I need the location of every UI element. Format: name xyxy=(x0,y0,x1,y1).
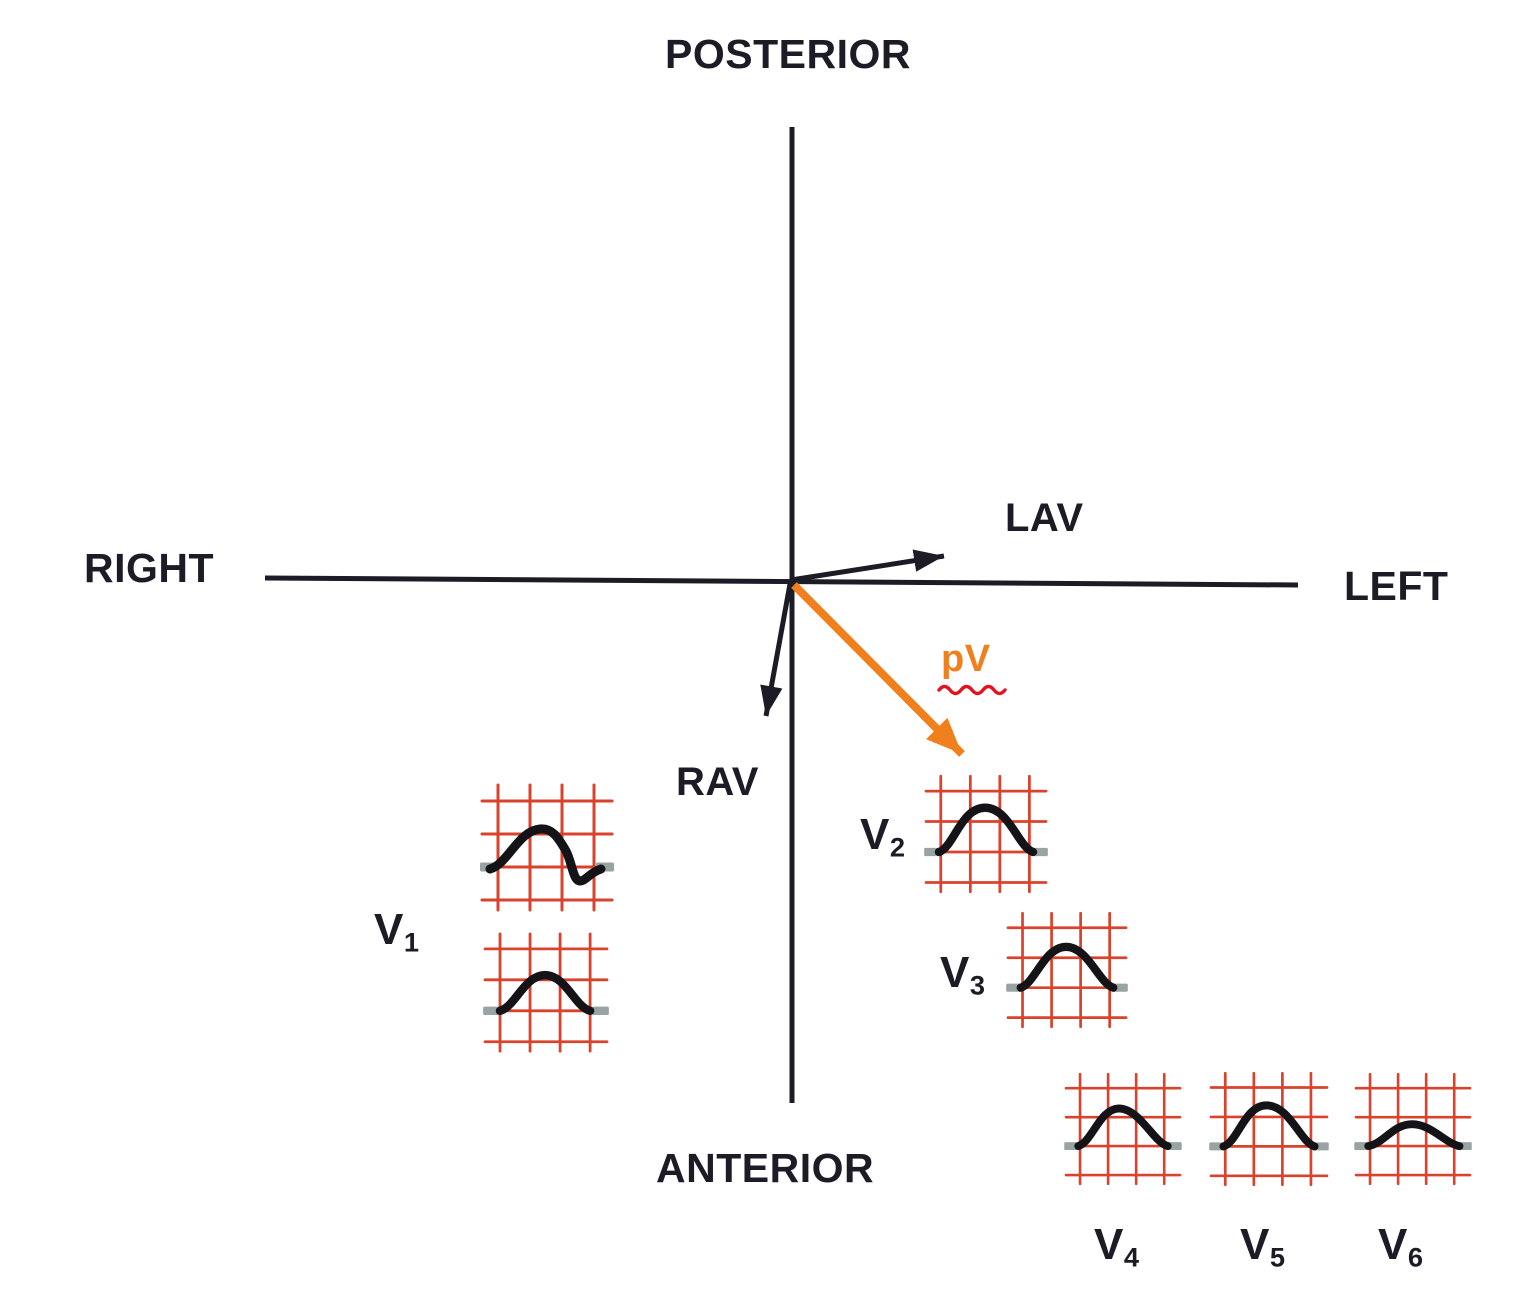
v1-waveform-rs xyxy=(485,824,606,886)
ecg-thumbnail-v4 xyxy=(1062,1072,1184,1186)
ecg-grid-lines xyxy=(481,932,611,1053)
ecg-thumbnail-v1-top xyxy=(478,783,616,912)
v5-waveform-dome xyxy=(1219,1101,1319,1151)
lead-subscript: 2 xyxy=(889,831,906,863)
pv-vector-arrow xyxy=(791,582,965,757)
ecg-thumbnail-v2 xyxy=(922,774,1050,894)
lead-label-v6: V6 xyxy=(1378,1223,1423,1271)
v2-waveform-dome xyxy=(934,803,1038,857)
rav-vector-label: RAV xyxy=(676,760,759,804)
v3-waveform-dome xyxy=(1016,942,1118,992)
lead-letter: V xyxy=(1094,1220,1124,1269)
wavy-underline-icon xyxy=(937,684,1007,696)
lead-label-v2: V2 xyxy=(860,813,905,861)
lead-subscript: 5 xyxy=(1269,1241,1286,1273)
ecg-grid-lines xyxy=(1352,1072,1474,1186)
v6-waveform-low-dome xyxy=(1364,1120,1464,1151)
lead-subscript: 3 xyxy=(969,969,986,1001)
lead-label-v1: V1 xyxy=(374,908,419,956)
lav-vector-arrow xyxy=(790,549,945,583)
lead-label-v5: V5 xyxy=(1240,1223,1285,1271)
right-left-axis xyxy=(264,575,1299,588)
lead-letter: V xyxy=(374,905,404,954)
ecg-grid-lines xyxy=(922,774,1050,894)
ecg-grid-lines xyxy=(1207,1071,1331,1187)
ecg-grid-lines xyxy=(1004,911,1130,1029)
left-axis-label: LEFT xyxy=(1344,563,1449,609)
posterior-axis-label: POSTERIOR xyxy=(665,31,911,77)
rav-vector-arrow xyxy=(760,583,793,717)
lead-letter: V xyxy=(1378,1220,1408,1269)
ecg-thumbnail-v6 xyxy=(1352,1072,1474,1186)
lav-vector-label: LAV xyxy=(1005,496,1084,540)
ecg-grid-lines xyxy=(478,783,616,912)
lead-label-v4: V4 xyxy=(1094,1223,1139,1271)
ecg-thumbnail-v1-bottom xyxy=(481,932,611,1053)
lead-label-v3: V3 xyxy=(940,951,985,999)
lead-subscript: 4 xyxy=(1123,1241,1140,1273)
lead-subscript: 6 xyxy=(1407,1241,1424,1273)
ecg-thumbnail-v3 xyxy=(1004,911,1130,1029)
lead-letter: V xyxy=(940,948,970,997)
lead-letter: V xyxy=(1240,1220,1270,1269)
lead-subscript: 1 xyxy=(403,926,420,958)
v1-waveform-dome xyxy=(495,970,595,1016)
right-axis-label: RIGHT xyxy=(84,545,215,591)
lead-letter: V xyxy=(860,810,890,859)
ecg-grid-lines xyxy=(1062,1072,1184,1186)
ecg-thumbnail-v5 xyxy=(1207,1071,1331,1187)
pv-vector-label: pV xyxy=(941,638,991,680)
v4-waveform-dome xyxy=(1074,1104,1172,1151)
anterior-axis-label: ANTERIOR xyxy=(656,1145,875,1191)
pv-red-squiggle-underline xyxy=(937,684,1007,696)
